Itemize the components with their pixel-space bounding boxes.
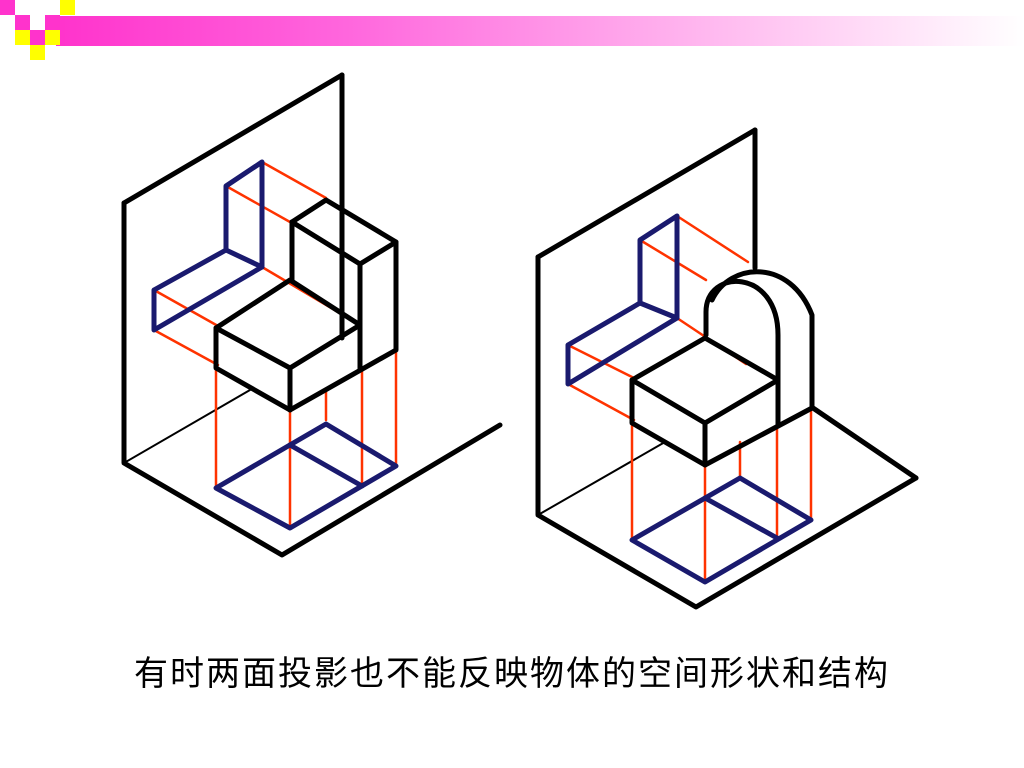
caption-text: 有时两面投影也不能反映物体的空间形状和结构 <box>134 654 890 694</box>
deco-square <box>60 0 75 15</box>
deco-square <box>15 15 30 30</box>
right-object <box>629 269 815 468</box>
deco-square <box>45 15 60 30</box>
deco-square <box>30 45 45 60</box>
right-axis-line <box>537 441 666 516</box>
right-top-projection <box>629 475 814 585</box>
projection-diagram <box>121 72 919 610</box>
left-figure <box>121 72 503 558</box>
right-projection-planes <box>535 127 919 610</box>
left-axis-line <box>123 389 251 464</box>
deco-square <box>0 0 15 15</box>
title-decoration <box>0 0 1024 64</box>
right-projector-lines <box>566 214 813 584</box>
left-side-projection <box>151 159 265 333</box>
deco-square <box>45 30 60 45</box>
left-top-projection <box>213 421 399 531</box>
left-projection-planes <box>121 72 503 558</box>
right-figure <box>535 127 919 610</box>
deco-square <box>15 30 30 45</box>
right-side-projection <box>565 213 680 387</box>
deco-square <box>30 30 45 45</box>
title-gradient-bar <box>56 16 1024 46</box>
left-object <box>213 197 399 413</box>
